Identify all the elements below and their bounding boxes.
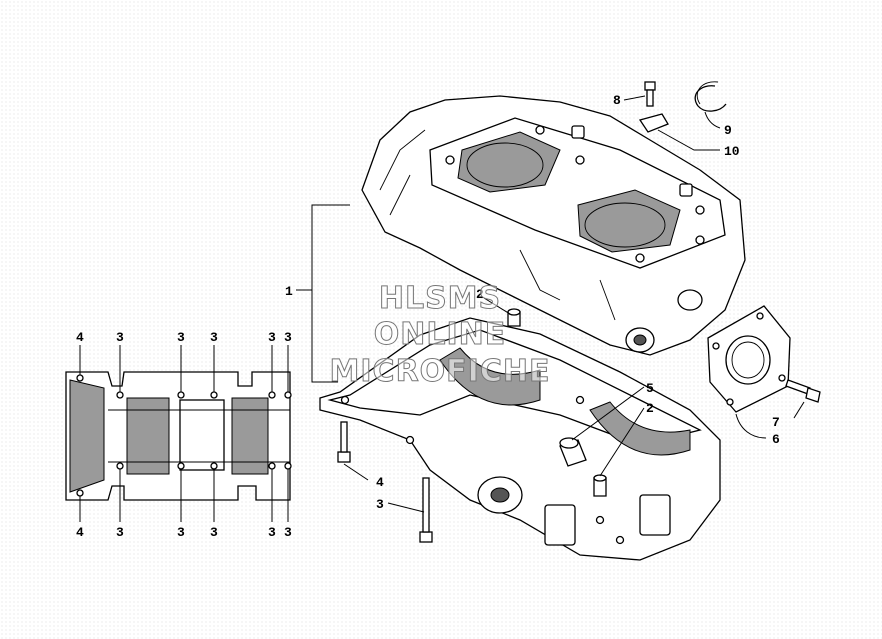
callout-bottom-3: 3: [210, 525, 218, 540]
callout-6: 6: [772, 432, 780, 447]
watermark: HLSMS ONLINE MICROFICHE: [329, 281, 551, 390]
callout-top-1: 3: [116, 330, 124, 345]
callout-3: 3: [376, 497, 384, 512]
watermark-line3: MICROFICHE: [330, 354, 551, 389]
part-3-bolt: [419, 477, 433, 543]
part-8-bolt: [644, 81, 656, 107]
top-bolt-labels: 4 3 3 3 3 3 4 3 3 3 3 3: [76, 330, 292, 540]
callout-top-2: 3: [177, 330, 185, 345]
callout-top-3: 3: [210, 330, 218, 345]
callout-top-0: 4: [76, 330, 84, 345]
part-6-plate: [707, 305, 791, 413]
lower-crankcase: [319, 317, 721, 561]
part-7-bolt: [785, 379, 821, 403]
part-5-seal: [559, 437, 587, 467]
dowel-pin: [507, 308, 521, 327]
upper-crankcase: [361, 95, 746, 356]
callout-top-5: 3: [284, 330, 292, 345]
part-9-clamp: [694, 81, 727, 112]
callout-bottom-1: 3: [116, 525, 124, 540]
callout-10: 10: [724, 144, 740, 159]
callout-9: 9: [724, 123, 732, 138]
watermark-line1: HLSMS: [379, 281, 501, 316]
callout-bottom-2: 3: [177, 525, 185, 540]
crankcase-top-view: 4 3 3 3 3 3 4 3 3 3 3 3: [65, 330, 292, 540]
part-2-dowel: [593, 474, 607, 497]
callout-1: 1: [285, 284, 293, 299]
callout-2-lower: 2: [646, 401, 654, 416]
callouts: 1 2 5 2 4 3 7 6 8 9 10: [285, 93, 805, 513]
callout-2-upper: 2: [476, 287, 484, 302]
part-10-bracket: [638, 113, 669, 133]
top-bolt-leaders: [79, 345, 289, 522]
part-4-bolt: [337, 421, 351, 463]
callout-4: 4: [376, 475, 384, 490]
callout-8: 8: [613, 93, 621, 108]
callout-bottom-0: 4: [76, 525, 84, 540]
callout-7: 7: [772, 415, 780, 430]
callout-top-4: 3: [268, 330, 276, 345]
callout-bottom-4: 3: [268, 525, 276, 540]
callout-5: 5: [646, 381, 654, 396]
watermark-line2: ONLINE: [374, 317, 507, 352]
callout-bottom-5: 3: [284, 525, 292, 540]
